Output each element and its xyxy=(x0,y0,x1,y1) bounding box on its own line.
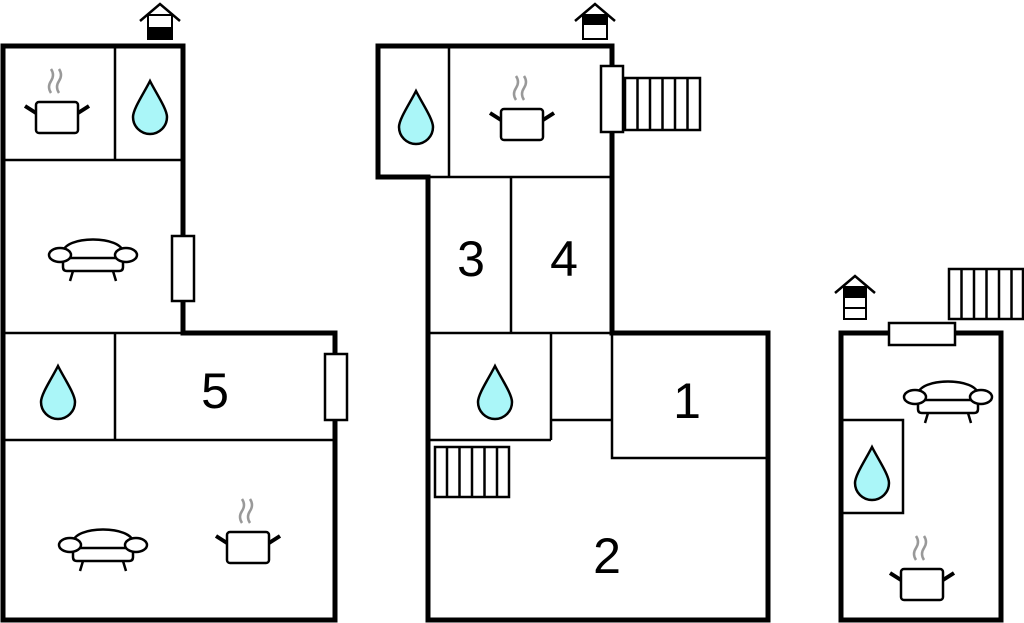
inner-walls xyxy=(841,418,905,515)
stairs-icon xyxy=(623,76,702,132)
window xyxy=(599,64,625,134)
upper-floor-plan xyxy=(833,267,1024,623)
water-drop-icon xyxy=(39,364,77,421)
outer-wall xyxy=(0,43,338,623)
inner-walls xyxy=(3,46,335,442)
floor-level-icon xyxy=(573,2,617,41)
water-drop-icon xyxy=(397,89,435,146)
ground-floor-plan: 5 xyxy=(0,2,349,623)
room-number: 5 xyxy=(201,363,229,419)
window xyxy=(170,234,196,303)
water-drop-icon xyxy=(476,364,514,421)
sofa-icon xyxy=(902,380,994,425)
pot-icon xyxy=(23,67,91,135)
first-floor-plan: 3 4 1 2 xyxy=(375,2,771,623)
water-drop-icon xyxy=(131,79,169,136)
room-number: 3 xyxy=(457,231,485,287)
stairs-icon xyxy=(947,267,1024,321)
window xyxy=(323,352,349,422)
window xyxy=(887,321,957,347)
water-drop-icon xyxy=(853,445,891,502)
pot-icon xyxy=(888,534,956,602)
inner-walls xyxy=(428,46,768,460)
outer-wall xyxy=(375,43,771,623)
pot-icon xyxy=(214,497,282,565)
room-number: 1 xyxy=(673,373,701,429)
room-number: 4 xyxy=(550,231,578,287)
floor-level-icon xyxy=(833,274,877,321)
pot-icon xyxy=(488,74,556,142)
sofa-icon xyxy=(47,238,139,283)
stairs-icon xyxy=(433,445,511,499)
floor-level-icon xyxy=(138,2,182,41)
sofa-icon xyxy=(57,528,149,573)
room-number: 2 xyxy=(593,528,621,584)
